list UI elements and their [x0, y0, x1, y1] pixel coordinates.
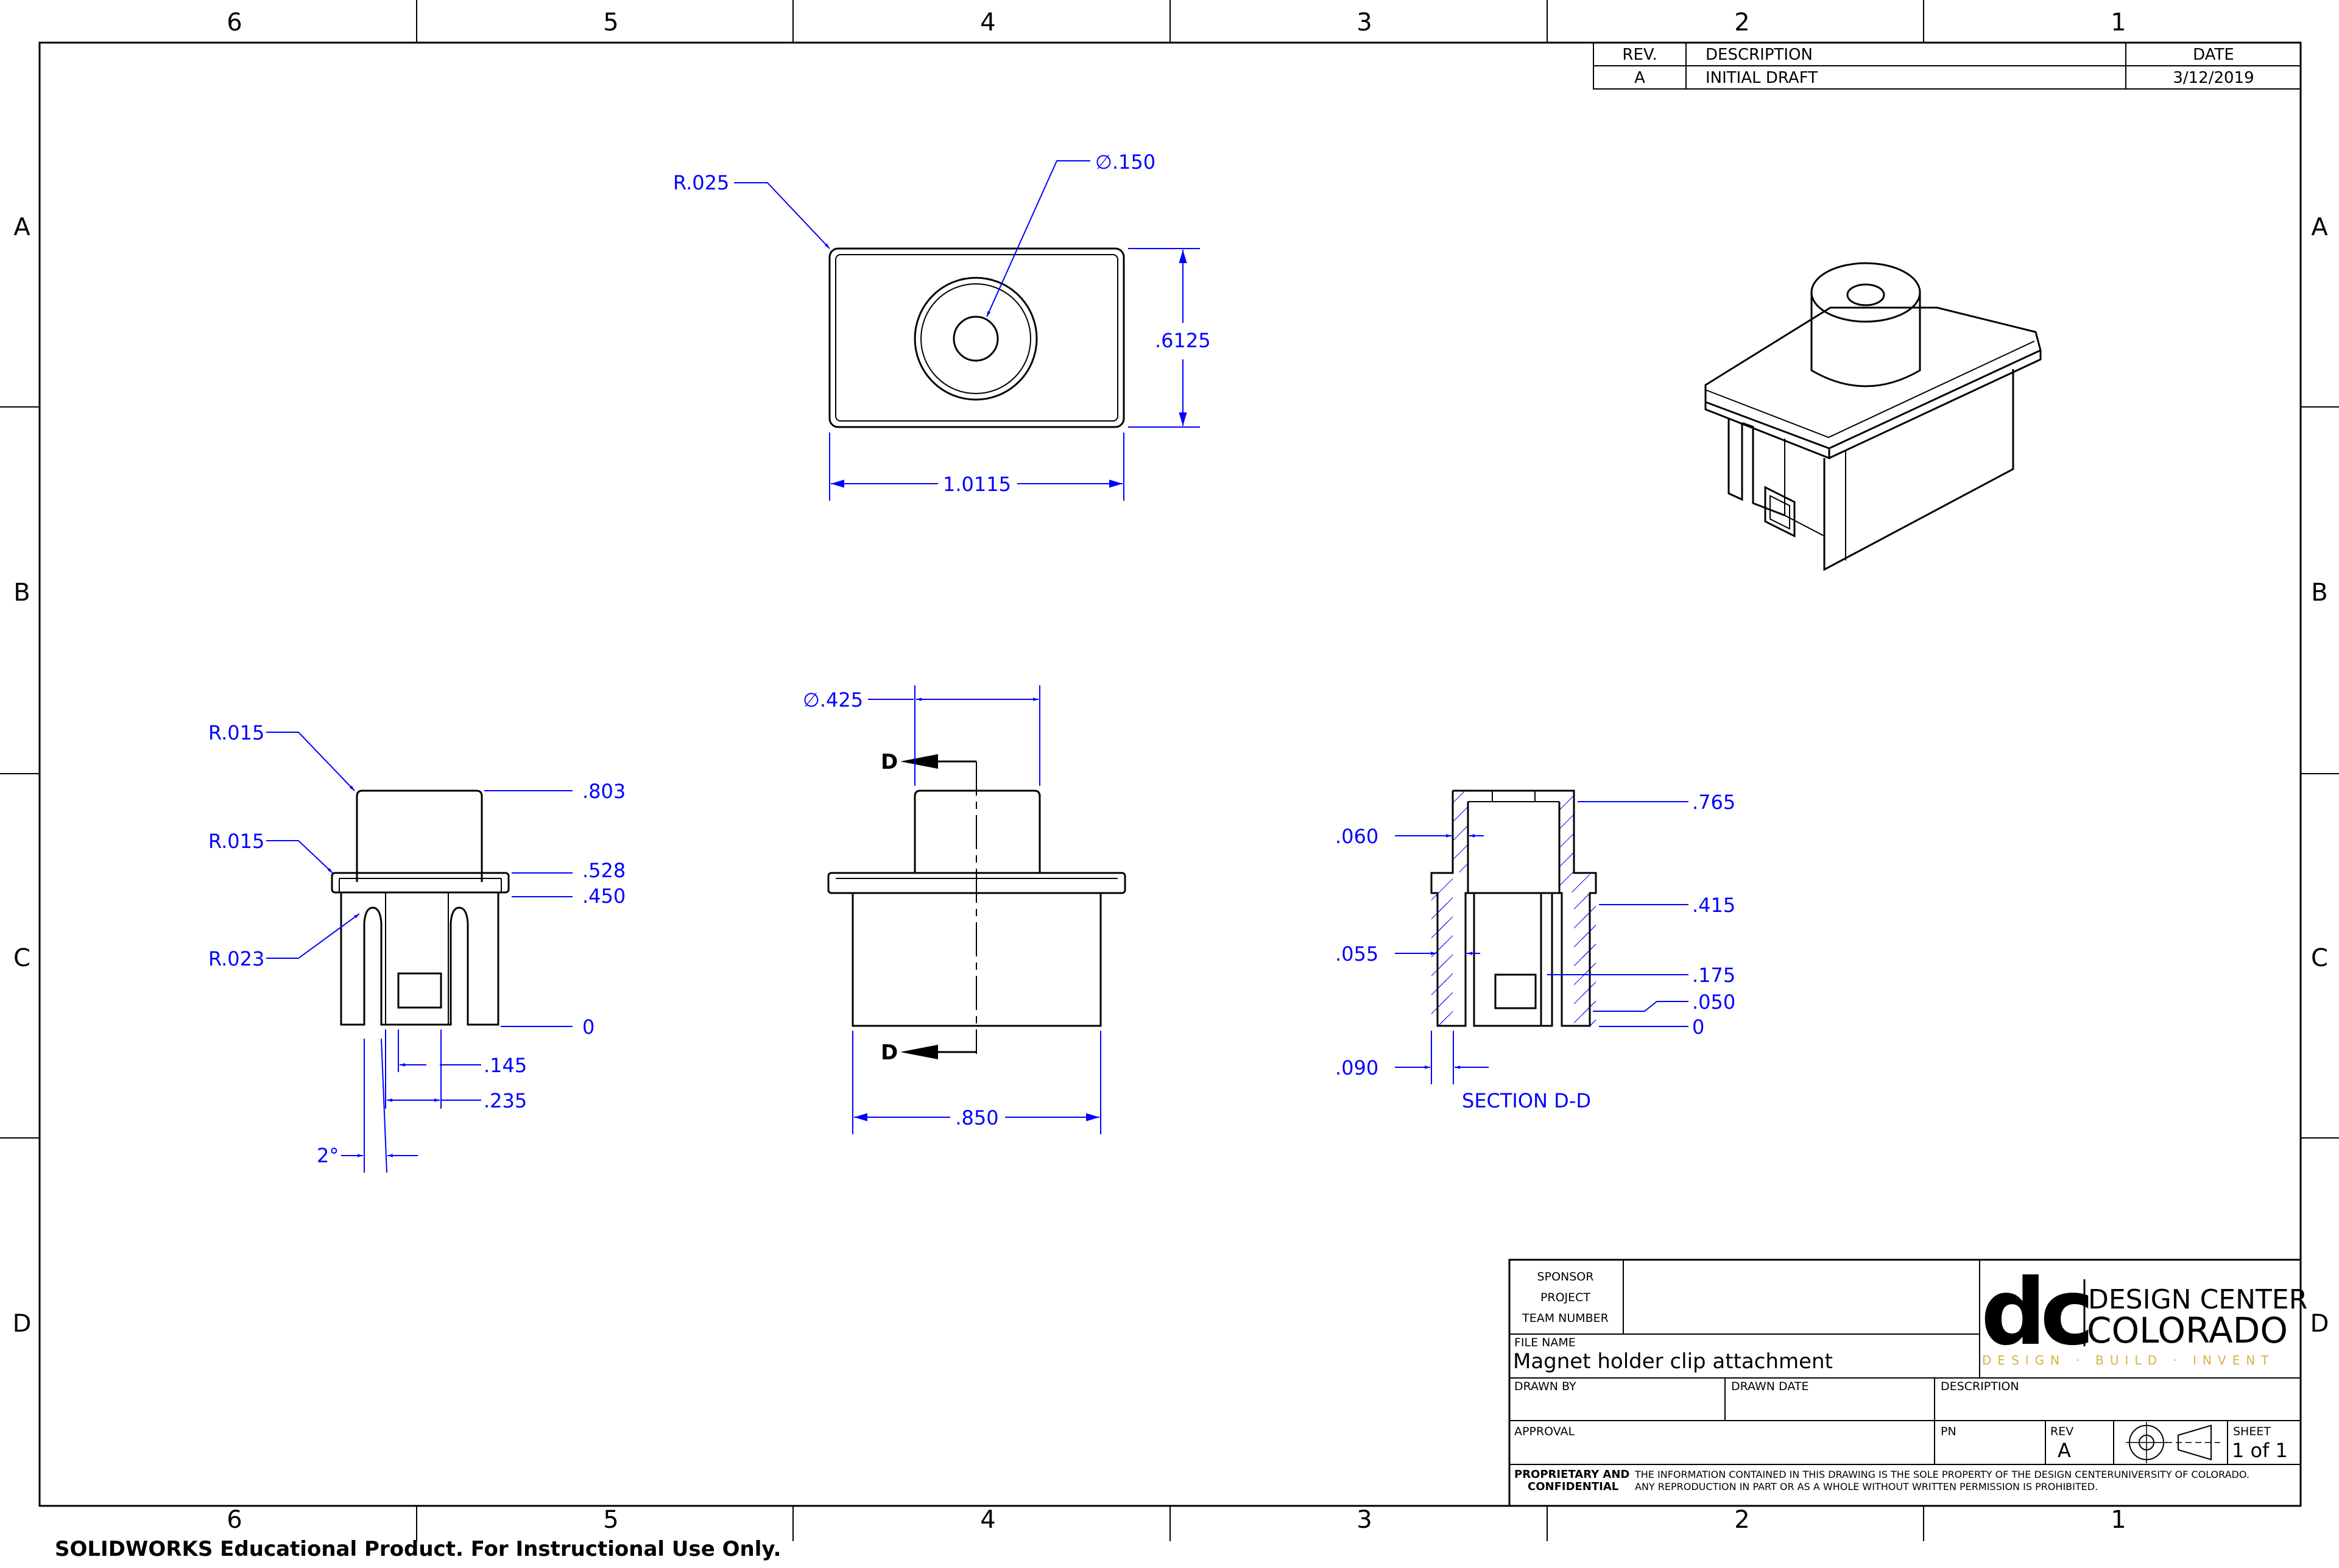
- dim-window-width: .145: [484, 1054, 527, 1077]
- zone-row-c-left: C: [13, 944, 30, 972]
- zone-col-5-top: 5: [603, 9, 618, 37]
- tb-notice-line1: THE INFORMATION CONTAINED IN THIS DRAWIN…: [1634, 1469, 2249, 1480]
- dim-side-height-528: .528: [582, 859, 626, 882]
- zone-col-3-bottom: 3: [1356, 1506, 1372, 1534]
- design-center-logo: dc DESIGN CENTER COLORADO DESIGN · BUILD…: [1981, 1260, 2307, 1368]
- logo-line1: DESIGN CENTER: [2088, 1284, 2307, 1315]
- footer-note: SOLIDWORKS Educational Product. For Inst…: [55, 1537, 781, 1561]
- tb-project-label: PROJECT: [1540, 1291, 1590, 1304]
- rev-header-date: DATE: [2193, 46, 2234, 64]
- dim-top-height: .6125: [1155, 329, 1211, 352]
- dim-section-height-175: .175: [1692, 964, 1735, 987]
- dim-section-wall-bottom: .090: [1335, 1056, 1378, 1079]
- tb-file-name: Magnet holder clip attachment: [1513, 1349, 1833, 1374]
- third-angle-projection-icon: [2126, 1422, 2220, 1463]
- tb-sheet-label: SHEET: [2233, 1425, 2271, 1438]
- tb-proprietary-line2: CONFIDENTIAL: [1528, 1480, 1618, 1493]
- dim-window-offset: .235: [484, 1089, 527, 1112]
- top-view: [828, 247, 1125, 428]
- side-view-dimensions: [266, 732, 573, 1173]
- dim-side-fillet-clip: R.023: [208, 947, 264, 970]
- revision-table: [1593, 42, 2301, 90]
- tb-rev-value: A: [2058, 1439, 2071, 1462]
- section-view: [1430, 789, 1597, 1027]
- side-view: [331, 789, 510, 1026]
- logo-mark: dc: [1981, 1260, 2088, 1366]
- title-block: [1508, 1259, 2302, 1507]
- dim-section-height-0: 0: [1692, 1015, 1704, 1039]
- logo-tagline: DESIGN · BUILD · INVENT: [1982, 1353, 2274, 1368]
- rev-header-rev: REV.: [1622, 46, 1657, 64]
- dim-side-height-450: .450: [582, 885, 626, 908]
- dim-side-fillet-flange: R.015: [208, 830, 264, 853]
- zone-row-c-right: C: [2311, 944, 2328, 972]
- tb-drawn-date-label: DRAWN DATE: [1731, 1380, 1809, 1393]
- zone-row-a-right: A: [2311, 213, 2328, 241]
- zone-col-2-top: 2: [1734, 9, 1749, 37]
- section-title: SECTION D-D: [1462, 1089, 1591, 1112]
- rev-header-description: DESCRIPTION: [1706, 46, 1813, 64]
- dim-boss-diameter: ∅.425: [803, 688, 863, 712]
- section-view-dimensions: [1395, 801, 1688, 1084]
- dim-side-height-803: .803: [582, 780, 626, 803]
- front-view-dimensions: [852, 685, 1101, 1134]
- zone-row-b-right: B: [2311, 579, 2327, 607]
- dim-section-height-765: .765: [1692, 791, 1735, 814]
- tb-pn-label: PN: [1941, 1425, 1956, 1438]
- rev-cell-description: INITIAL DRAFT: [1706, 69, 1818, 87]
- dim-section-height-415: .415: [1692, 894, 1735, 917]
- rev-cell-date: 3/12/2019: [2173, 69, 2254, 87]
- zone-row-b-left: B: [13, 579, 30, 607]
- tb-proprietary-line1: PROPRIETARY AND: [1514, 1468, 1629, 1481]
- tb-team-label: TEAM NUMBER: [1522, 1312, 1609, 1325]
- zone-row-d-left: D: [13, 1310, 32, 1338]
- logo-line2: COLORADO: [2087, 1310, 2288, 1351]
- zone-col-6-top: 6: [227, 9, 242, 37]
- dim-hole-diameter: ∅.150: [1095, 150, 1155, 174]
- zone-col-5-bottom: 5: [603, 1506, 618, 1534]
- zone-col-4-top: 4: [980, 9, 995, 37]
- dim-side-fillet-top: R.015: [208, 721, 264, 744]
- tb-drawn-by-label: DRAWN BY: [1514, 1380, 1576, 1393]
- dim-top-width: 1.0115: [943, 473, 1011, 496]
- zone-row-a-left: A: [13, 213, 30, 241]
- zone-col-3-top: 3: [1356, 9, 1372, 37]
- zone-row-d-right: D: [2310, 1310, 2329, 1338]
- zone-col-1-top: 1: [2111, 9, 2126, 37]
- tb-description-label: DESCRIPTION: [1941, 1380, 2019, 1393]
- dim-draft-angle: 2°: [317, 1144, 339, 1167]
- dim-section-height-050: .050: [1692, 991, 1735, 1014]
- zone-col-4-bottom: 4: [980, 1506, 995, 1534]
- zone-col-1-bottom: 1: [2111, 1506, 2126, 1534]
- section-mark-top: D: [881, 750, 898, 774]
- zone-col-6-bottom: 6: [227, 1506, 242, 1534]
- dim-section-wall-mid: .055: [1335, 942, 1378, 966]
- isometric-view: [1704, 262, 2042, 571]
- section-mark-bottom: D: [881, 1040, 898, 1065]
- tb-notice-line2: ANY REPRODUCTION IN PART OR AS A WHOLE W…: [1635, 1481, 2098, 1492]
- tb-rev-label: REV: [2050, 1425, 2073, 1438]
- tb-file-name-label: FILE NAME: [1514, 1336, 1576, 1349]
- tb-sheet-value: 1 of 1: [2232, 1439, 2288, 1462]
- rev-cell-rev: A: [1634, 69, 1645, 87]
- tb-approval-label: APPROVAL: [1514, 1425, 1575, 1438]
- zone-col-2-bottom: 2: [1734, 1506, 1749, 1534]
- dim-section-wall-top: .060: [1335, 825, 1378, 848]
- top-view-dimensions: [734, 160, 1200, 501]
- dim-side-height-0: 0: [582, 1015, 594, 1039]
- front-view: [827, 761, 1126, 1054]
- dim-top-radius: R.025: [673, 171, 729, 194]
- tb-sponsor-label: SPONSOR: [1537, 1270, 1594, 1284]
- dim-base-width: .850: [955, 1106, 998, 1129]
